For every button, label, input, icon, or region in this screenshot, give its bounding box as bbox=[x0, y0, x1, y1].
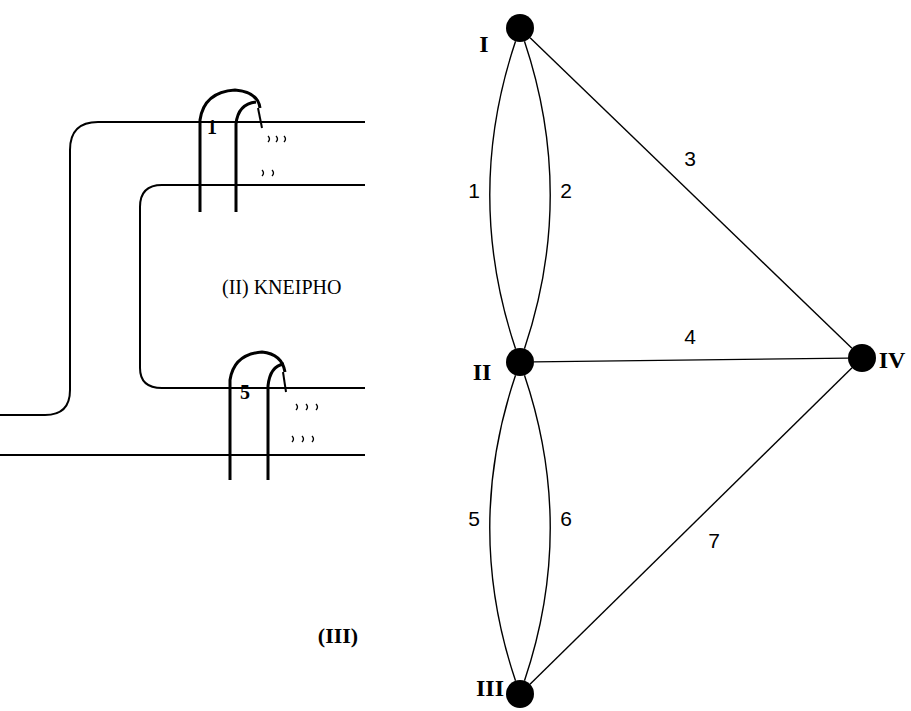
vertex-dot: III bbox=[506, 680, 534, 708]
edge-number: 3 bbox=[682, 148, 698, 169]
edge-number: 5 bbox=[466, 508, 482, 529]
vertex-label: II bbox=[473, 360, 492, 384]
bridge-edge bbox=[530, 38, 852, 349]
bridge-arch bbox=[268, 364, 284, 480]
river-bank bbox=[0, 454, 365, 456]
bridge-edge bbox=[524, 375, 550, 680]
edge-number: 4 bbox=[682, 326, 698, 347]
vertex-dot: I bbox=[506, 14, 534, 42]
river-bank bbox=[0, 122, 365, 415]
bridge-arch bbox=[236, 102, 256, 212]
bridge-number: 5 bbox=[240, 382, 250, 402]
bridge-edge bbox=[283, 372, 286, 392]
vertex-label: I bbox=[479, 32, 488, 56]
bridge-edge bbox=[530, 368, 852, 684]
region-label: (II) KNEIPHO bbox=[222, 277, 341, 297]
bridge-edge bbox=[258, 108, 262, 128]
bridge-edge bbox=[524, 41, 550, 348]
region-label: (III) bbox=[318, 625, 358, 647]
vertex-dot: II bbox=[506, 348, 534, 376]
bridge-arch bbox=[230, 352, 285, 480]
bridge-number: 1 bbox=[207, 117, 217, 137]
vertex-label: IV bbox=[879, 348, 906, 372]
bridge-edge bbox=[490, 375, 516, 680]
vertex-label: III bbox=[476, 676, 504, 700]
vertex-dot: IV bbox=[848, 344, 876, 372]
edge-number: 1 bbox=[466, 180, 482, 201]
bridge-edge bbox=[490, 41, 516, 348]
edge-number: 7 bbox=[706, 530, 722, 551]
edge-number: 2 bbox=[558, 180, 574, 201]
edge-number: 6 bbox=[558, 508, 574, 529]
bridge-edge bbox=[534, 358, 848, 362]
bridge-arch bbox=[200, 90, 260, 212]
island-bank bbox=[140, 185, 365, 388]
